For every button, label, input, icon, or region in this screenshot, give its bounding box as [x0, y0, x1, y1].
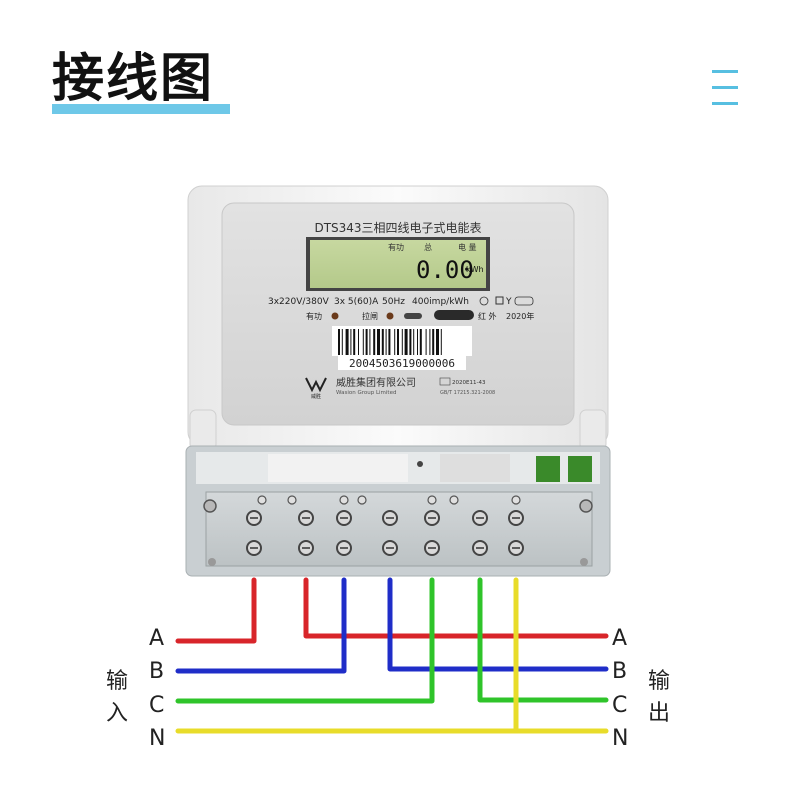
output-phase-c: C: [612, 693, 627, 718]
barcode-bar: [417, 329, 418, 355]
output-label-char-1: 输: [648, 669, 670, 694]
barcode-bar: [362, 329, 364, 355]
lcd-label-energy: 电 量: [458, 242, 477, 252]
hamburger-menu-icon[interactable]: [712, 70, 738, 106]
double-insulation-icon: [495, 296, 504, 305]
indicator-active-label: 有功: [306, 311, 322, 321]
output-phase-b: B: [612, 659, 627, 684]
spec-voltage: 3x220V/380V: [268, 297, 330, 307]
barcode-bar: [432, 329, 435, 355]
lcd-display: [310, 240, 486, 288]
wires: [175, 577, 609, 734]
spec-current: 3x 5(60)A: [334, 297, 379, 307]
output-neutral-n: N: [612, 726, 628, 751]
voltage-link-screw: [287, 495, 297, 505]
barcode-bar: [377, 329, 380, 355]
standard-number: GB/T 17215.321-2008: [440, 390, 495, 396]
barcode-bar: [436, 329, 439, 355]
output-phase-labels: A B C N: [612, 626, 628, 751]
certification-mark-icon: [439, 377, 451, 386]
input-neutral-n: N: [149, 726, 165, 751]
barcode-bar: [404, 329, 408, 355]
auxiliary-terminals: [536, 456, 592, 482]
indicator-trip-led: [386, 312, 394, 320]
barcode-bar: [413, 329, 415, 355]
spec-frequency: 50Hz: [382, 297, 405, 307]
barcode: 2004503619000006: [332, 326, 472, 370]
voltage-link-screw: [511, 495, 521, 505]
class-symbol-icon: [479, 296, 489, 306]
voltage-link-screw: [257, 495, 267, 505]
terminal-block: [205, 491, 593, 567]
indicator-active-led: [331, 312, 339, 320]
wire-phase-c-out: [477, 577, 609, 703]
input-label-char-1: 输: [106, 669, 128, 694]
barcode-bar: [425, 329, 427, 355]
barcode-bar: [388, 329, 391, 355]
wire-phase-a-in: [175, 577, 257, 644]
wire-phase-a-out: [303, 577, 609, 639]
page-header: 接线图: [52, 44, 230, 114]
barcode-bar: [419, 329, 422, 355]
terminal-screws: [246, 495, 524, 556]
input-phase-labels: A B C N: [149, 626, 165, 751]
lcd-label-total: 总: [424, 242, 432, 252]
barcode-bar: [401, 329, 403, 355]
manufacture-year: 2020年: [506, 311, 534, 321]
input-label-char-2: 入: [106, 701, 128, 726]
barcode-bar: [358, 329, 359, 355]
output-phase-a: A: [612, 626, 627, 651]
antenna-icon: Y: [505, 297, 512, 307]
wire-phase-b-out: [387, 577, 609, 672]
barcode-bar: [385, 329, 387, 355]
voltage-link-screw: [449, 495, 459, 505]
infrared-label: 红 外: [478, 311, 497, 321]
input-phase-a: A: [149, 626, 164, 651]
lcd-label-active: 有功: [388, 242, 404, 252]
certification-number: 2020E11-43: [452, 380, 486, 386]
infrared-port: [434, 310, 474, 320]
phase-symbol-icon: [514, 296, 534, 306]
barcode-bar: [338, 329, 340, 355]
brand-logo: 威胜: [305, 377, 327, 400]
meter-model: DTS343三相四线电子式电能表: [314, 221, 481, 235]
lcd-unit: kWh: [466, 265, 484, 274]
voltage-link-screw: [427, 495, 437, 505]
barcode-bar: [353, 329, 356, 355]
input-phase-c: C: [149, 693, 164, 718]
barcode-bar: [409, 329, 412, 355]
barcode-bar: [373, 329, 376, 355]
barcode-bar: [369, 329, 371, 355]
voltage-link-screw: [339, 495, 349, 505]
barcode-bar: [365, 329, 368, 355]
spec-constant: 400imp/kWh: [412, 297, 469, 307]
brand-name-cn: 威胜集团有限公司: [336, 376, 416, 389]
indicator-slot: [404, 313, 422, 319]
voltage-link-screw: [357, 495, 367, 505]
output-label-char-2: 出: [648, 701, 670, 726]
input-label: 输 入: [106, 669, 128, 726]
barcode-bar: [341, 329, 343, 355]
page-title: 接线图: [52, 49, 215, 109]
title-underline: [52, 104, 230, 114]
wire-phase-c-in: [175, 577, 435, 704]
brand-name-en: Wasion Group Limited: [336, 390, 396, 396]
barcode-bar: [394, 329, 396, 355]
barcode-bar: [345, 329, 349, 355]
barcode-bar: [350, 329, 352, 355]
input-phase-b: B: [149, 659, 164, 684]
barcode-bar: [397, 329, 399, 355]
wire-phase-b-in: [175, 577, 347, 674]
energy-meter: DTS343三相四线电子式电能表 有功 总 电 量 0.00 kWh 3x220…: [185, 185, 611, 577]
logo-text: 威胜: [311, 393, 321, 400]
barcode-bar: [429, 329, 431, 355]
output-label: 输 出: [648, 669, 670, 726]
barcode-number: 2004503619000006: [349, 357, 455, 370]
lcd-value: 0.00: [416, 256, 474, 284]
indicator-trip-label: 拉闸: [362, 311, 378, 321]
barcode-bar: [381, 329, 384, 355]
barcode-bars: [338, 329, 442, 355]
barcode-bar: [440, 329, 442, 355]
